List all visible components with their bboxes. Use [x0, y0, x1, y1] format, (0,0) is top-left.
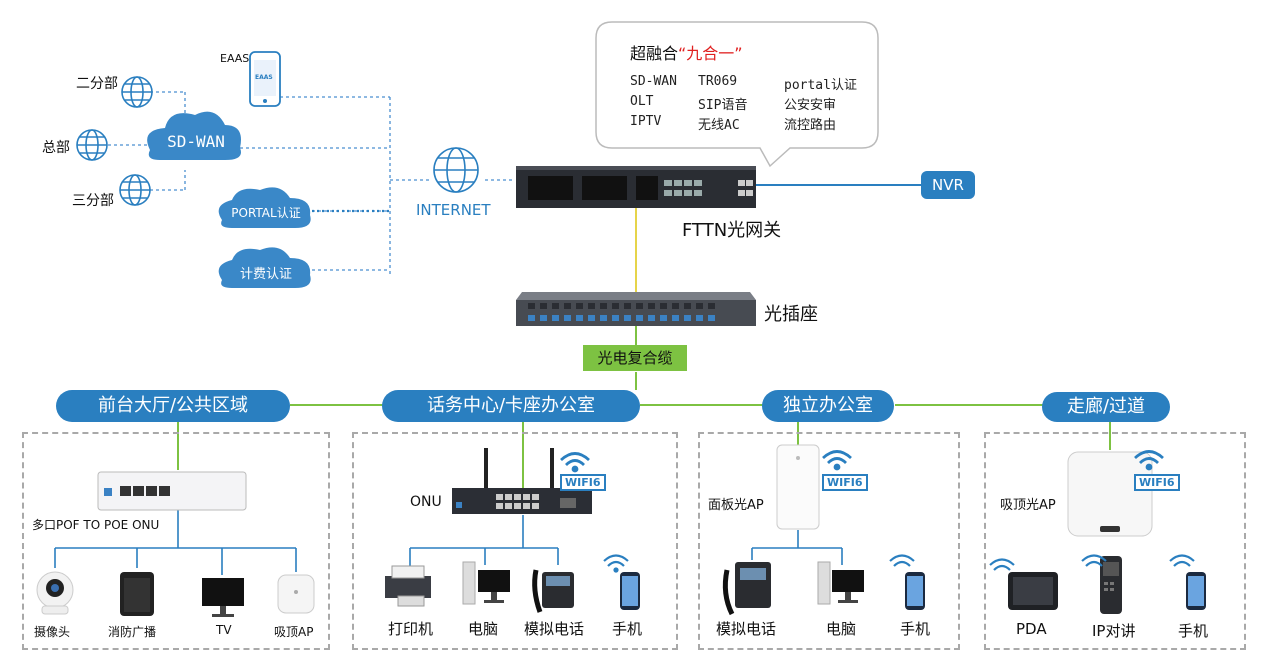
- bubble-cell: IPTV: [630, 114, 662, 129]
- wifi-small-icon: [603, 554, 629, 573]
- bubble-title: 超融合“九合一”: [630, 40, 743, 64]
- item-label: 电脑: [826, 620, 857, 638]
- pc-icon: [817, 561, 864, 605]
- wifi6-badge: WIFI6: [560, 474, 606, 491]
- zone-title-callcenter: 话务中心/卡座办公室: [382, 390, 640, 422]
- item-label: 模拟电话: [716, 620, 777, 638]
- bubble-cell: SIP语音: [698, 98, 748, 113]
- tv-icon: [202, 578, 244, 617]
- desk-phone-icon: [532, 569, 574, 613]
- device-label-onu: ONU: [410, 494, 442, 510]
- branch2-label: 二分部: [76, 76, 118, 92]
- item-label: 电脑: [468, 620, 499, 638]
- mobile-phone-icon: [1186, 572, 1206, 610]
- item-label: 手机: [612, 620, 643, 638]
- ceiling-ap-icon: [277, 574, 315, 614]
- desk-phone-icon: [722, 562, 771, 616]
- bubble-title-prefix: 超融合: [630, 44, 679, 63]
- portal-cloud-label: PORTAL认证: [231, 206, 301, 220]
- internet-label: INTERNET: [416, 201, 491, 219]
- item-label: TV: [216, 623, 232, 637]
- gateway-label: FTTN光网关: [682, 220, 782, 241]
- zone-box-office: [698, 432, 960, 650]
- item-label: 手机: [1178, 622, 1209, 640]
- billing-cloud-label: 计费认证: [239, 267, 292, 282]
- bubble-cell: TR069: [698, 74, 738, 89]
- wifi6-badge: WIFI6: [822, 474, 868, 491]
- globe-icon: [119, 174, 151, 206]
- globe-icon: [433, 147, 479, 193]
- bubble-cell: 公安安审: [784, 98, 837, 113]
- bubble-cell: 无线AC: [698, 118, 740, 133]
- cable-label: 光电复合缆: [583, 345, 687, 371]
- zone-box-callcenter: [352, 432, 678, 650]
- socket-label: 光插座: [764, 304, 818, 325]
- zone-title-lobby: 前台大厅/公共区域: [56, 390, 290, 422]
- nvr-box: NVR: [921, 171, 975, 199]
- zone-box-lobby: [22, 432, 330, 650]
- branch3-label: 三分部: [72, 193, 114, 209]
- item-label: 模拟电话: [524, 620, 585, 638]
- zone-title-office: 独立办公室: [762, 390, 894, 422]
- item-label: IP对讲: [1092, 622, 1136, 640]
- pc-icon: [462, 561, 510, 605]
- zone-box-corridor: [984, 432, 1246, 650]
- device-label-ceiling-ap: 吸顶光AP: [1000, 498, 1056, 513]
- bubble-title-highlight: “九合一”: [678, 44, 743, 63]
- bubble-cell: 流控路由: [784, 118, 837, 133]
- camera-icon: [36, 571, 74, 615]
- eaas-phone-text: EAAS: [255, 74, 273, 81]
- wifi6-badge: WIFI6: [1134, 474, 1180, 491]
- bubble-cell: OLT: [630, 94, 654, 109]
- bubble-cell: SD-WAN: [630, 74, 677, 89]
- item-label: 打印机: [388, 620, 434, 638]
- speaker-icon: [120, 572, 154, 616]
- mobile-phone-icon: [905, 572, 925, 610]
- globe-icon: [76, 129, 108, 161]
- hq-label: 总部: [42, 140, 70, 156]
- item-label: 吸顶AP: [274, 625, 314, 639]
- printer-icon: [385, 565, 431, 607]
- item-label: PDA: [1016, 620, 1047, 638]
- item-label: 消防广播: [108, 625, 157, 639]
- device-label-panel-ap: 面板光AP: [708, 498, 764, 513]
- item-label: 手机: [900, 620, 931, 638]
- eaas-label: EAAS: [220, 52, 250, 65]
- device-label-poe-onu: 多口POF TO POE ONU: [32, 518, 160, 532]
- item-label: 摄像头: [34, 625, 71, 639]
- pda-icon: [1008, 572, 1058, 610]
- intercom-icon: [1100, 556, 1122, 614]
- bubble-cell: portal认证: [784, 78, 857, 93]
- mobile-phone-icon: [620, 572, 640, 610]
- globe-icon: [121, 76, 153, 108]
- zone-title-corridor: 走廊/过道: [1042, 392, 1170, 422]
- sdwan-cloud-label: SD-WAN: [167, 132, 225, 151]
